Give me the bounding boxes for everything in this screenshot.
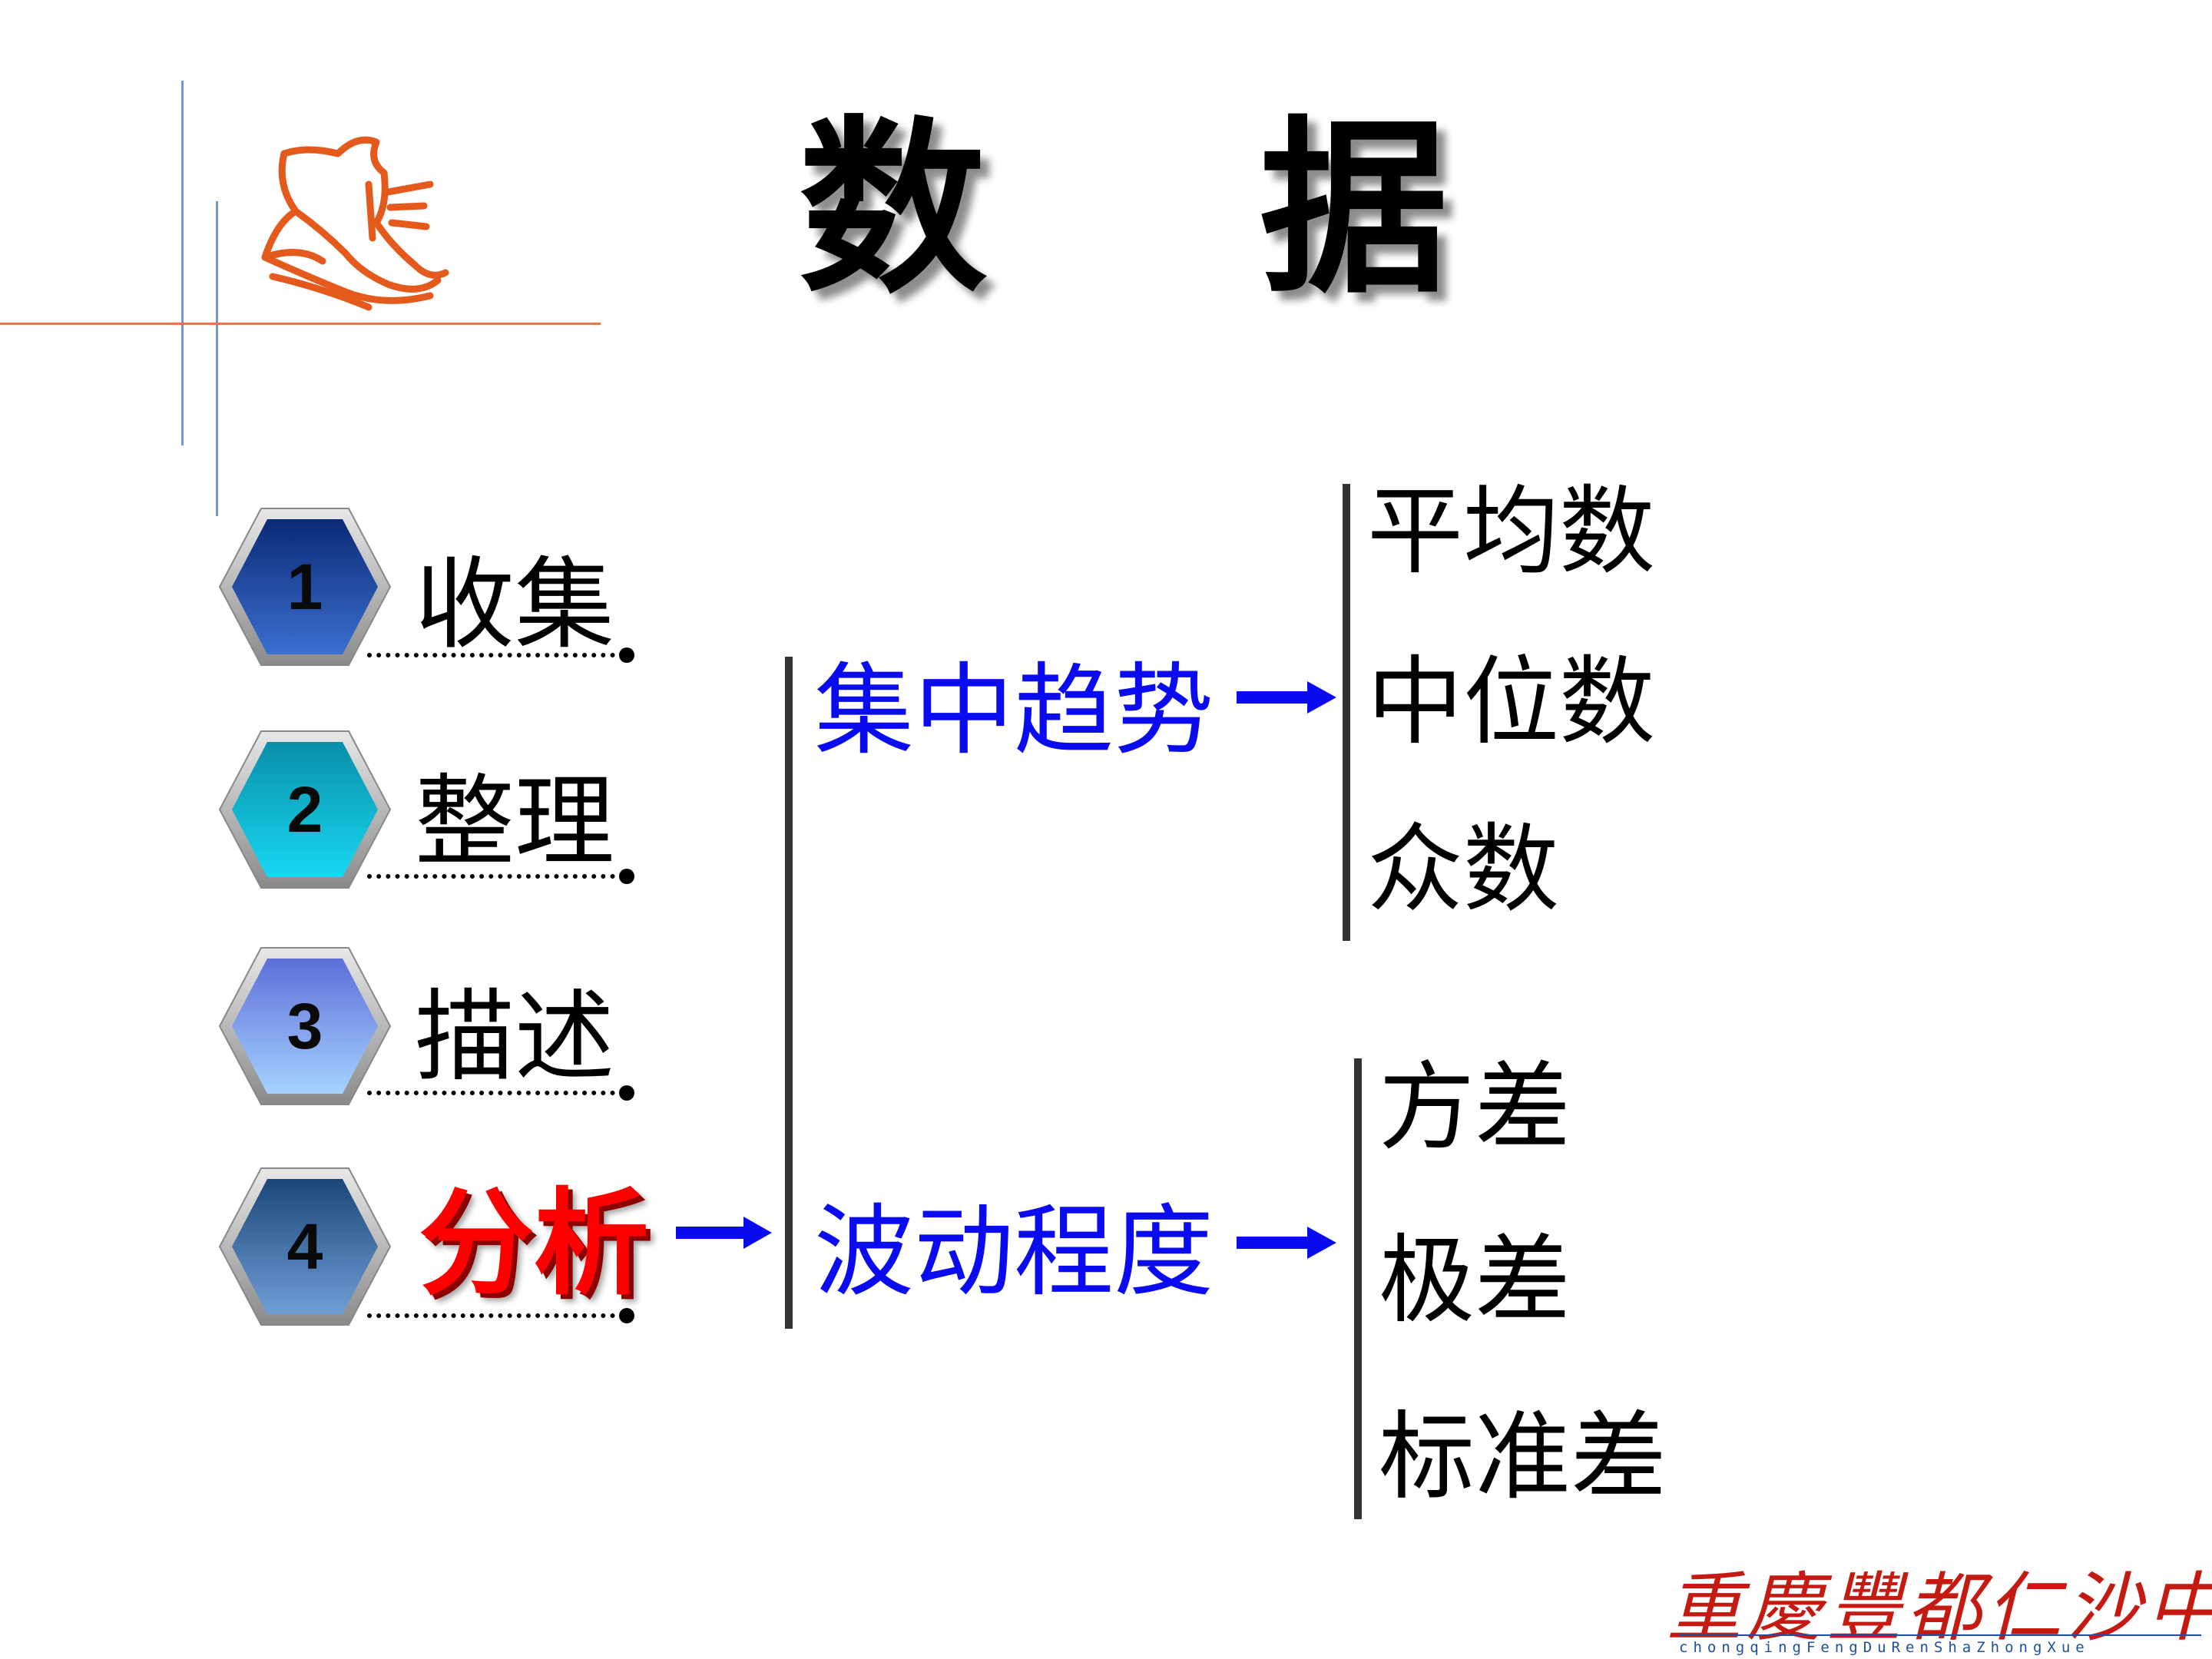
step-underline-1 bbox=[367, 653, 624, 657]
page-title-char-2: 据 bbox=[1260, 100, 1448, 319]
frame-vertical-line-1 bbox=[181, 81, 184, 445]
frame-horizontal-line bbox=[0, 323, 601, 325]
arrow-right-icon bbox=[1237, 1227, 1336, 1259]
bracket-bar-dispersion bbox=[1354, 1058, 1362, 1519]
hexagon-badge-1 bbox=[218, 508, 392, 666]
step-dot-3 bbox=[619, 1085, 634, 1101]
term-mode: 众数 bbox=[1367, 814, 1559, 926]
term-variance: 方差 bbox=[1379, 1052, 1571, 1164]
step-number-3: 3 bbox=[286, 989, 323, 1062]
step-label-analyze: 分析 bbox=[419, 1177, 650, 1311]
term-standard-deviation: 标准差 bbox=[1379, 1402, 1667, 1513]
term-median: 中位数 bbox=[1367, 647, 1655, 758]
hexagon-badge-4 bbox=[218, 1167, 392, 1326]
step-number-1: 1 bbox=[286, 550, 323, 623]
branch-label-dispersion: 波动程度 bbox=[814, 1194, 1214, 1310]
term-range: 极差 bbox=[1379, 1225, 1571, 1336]
step-dot-4 bbox=[619, 1308, 634, 1323]
page-title-char-1: 数 bbox=[799, 100, 987, 319]
bracket-bar-central-tendency bbox=[1343, 484, 1350, 941]
term-mean: 平均数 bbox=[1367, 476, 1655, 588]
arrow-right-icon bbox=[676, 1217, 772, 1249]
book-pen-icon bbox=[261, 136, 449, 311]
school-logo-text: 重慶豐都仁沙中學 bbox=[1667, 1565, 2212, 1652]
step-number-2: 2 bbox=[286, 773, 323, 846]
hexagon-badge-2 bbox=[218, 730, 392, 889]
step-number-4: 4 bbox=[286, 1210, 323, 1283]
hexagon-badge-3 bbox=[218, 947, 392, 1105]
step-label-organize: 整理 bbox=[415, 763, 615, 880]
branch-label-central-tendency: 集中趋势 bbox=[814, 652, 1214, 769]
step-underline-3 bbox=[367, 1091, 624, 1095]
arrow-right-icon bbox=[1237, 681, 1336, 714]
step-dot-2 bbox=[619, 869, 634, 884]
school-logo-divider bbox=[1679, 1634, 2201, 1636]
step-underline-2 bbox=[367, 874, 624, 879]
step-underline-4 bbox=[367, 1313, 624, 1318]
bracket-bar-main bbox=[785, 657, 793, 1329]
school-logo-pinyin: chongqingFengDuRenShaZhongXue bbox=[1679, 1639, 2090, 1656]
frame-vertical-line-2 bbox=[216, 201, 218, 516]
step-label-collect: 收集 bbox=[415, 546, 615, 663]
step-label-describe: 描述 bbox=[415, 979, 615, 1095]
step-dot-1 bbox=[619, 647, 634, 663]
